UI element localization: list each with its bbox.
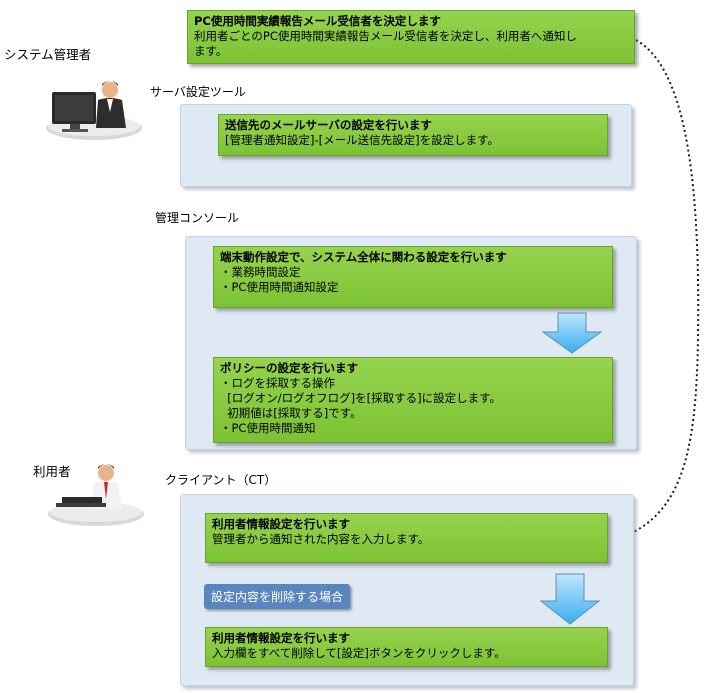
step-decide-recipients: PC使用時間実績報告メール受信者を決定します 利用者ごとのPC使用時間実績報告メ… [187,10,635,64]
step-title: 利用者情報設定を行います [212,631,350,645]
admin-person-icon [44,70,144,142]
down-arrow-icon [539,573,601,625]
step-user-info: 利用者情報設定を行います 管理者から通知された内容を入力します。 [205,513,608,563]
step-line: 初期値は[採取する]です。 [220,406,362,420]
step-title: ポリシーの設定を行います [220,361,358,375]
step-line: [ログオン/ログオフログ]を[採取する]に設定します。 [220,391,501,405]
step-line: 利用者ごとのPC使用時間実績報告メール受信者を決定し、利用者へ通知し [194,29,577,43]
step-title: PC使用時間実績報告メール受信者を決定します [194,14,441,28]
step-policy: ポリシーの設定を行います ・ログを採取する操作 [ログオン/ログオフログ]を[採… [213,357,613,443]
step-line: ・PC使用時間通知設定 [220,280,339,294]
step-user-info-delete: 利用者情報設定を行います 入力欄をすべて削除して[設定]ボタンをクリックします。 [205,627,608,667]
step-mail-server: 送信先のメールサーバの設定を行います [管理者通知設定]-[メール送信先設定]を… [218,114,608,156]
step-line: ・ログを採取する操作 [220,376,335,390]
admin-actor-label: システム管理者 [4,47,92,62]
step-terminal-settings: 端末動作設定で、システム全体に関わる設定を行います ・業務時間設定 ・PC使用時… [213,246,613,308]
step-line: ・業務時間設定 [220,265,301,279]
step-line: ます。 [194,44,228,58]
step-title: 利用者情報設定を行います [212,517,350,531]
section-label-client: クライアント（CT） [165,473,277,487]
step-line: [管理者通知設定]-[メール送信先設定]を設定します。 [225,133,499,147]
step-line: 入力欄をすべて削除して[設定]ボタンをクリックします。 [212,646,506,660]
user-actor-label: 利用者 [33,464,71,479]
section-label-console: 管理コンソール [155,211,240,225]
step-title: 送信先のメールサーバの設定を行います [225,118,432,132]
step-title: 端末動作設定で、システム全体に関わる設定を行います [220,250,507,264]
user-person-icon [44,459,144,527]
step-line: ・PC使用時間通知 [220,421,316,435]
section-label-server-tool: サーバ設定ツール [150,85,246,99]
down-arrow-icon [541,312,603,354]
step-line: 管理者から通知された内容を入力します。 [212,532,430,546]
delete-case-label: 設定内容を削除する場合 [204,584,351,609]
